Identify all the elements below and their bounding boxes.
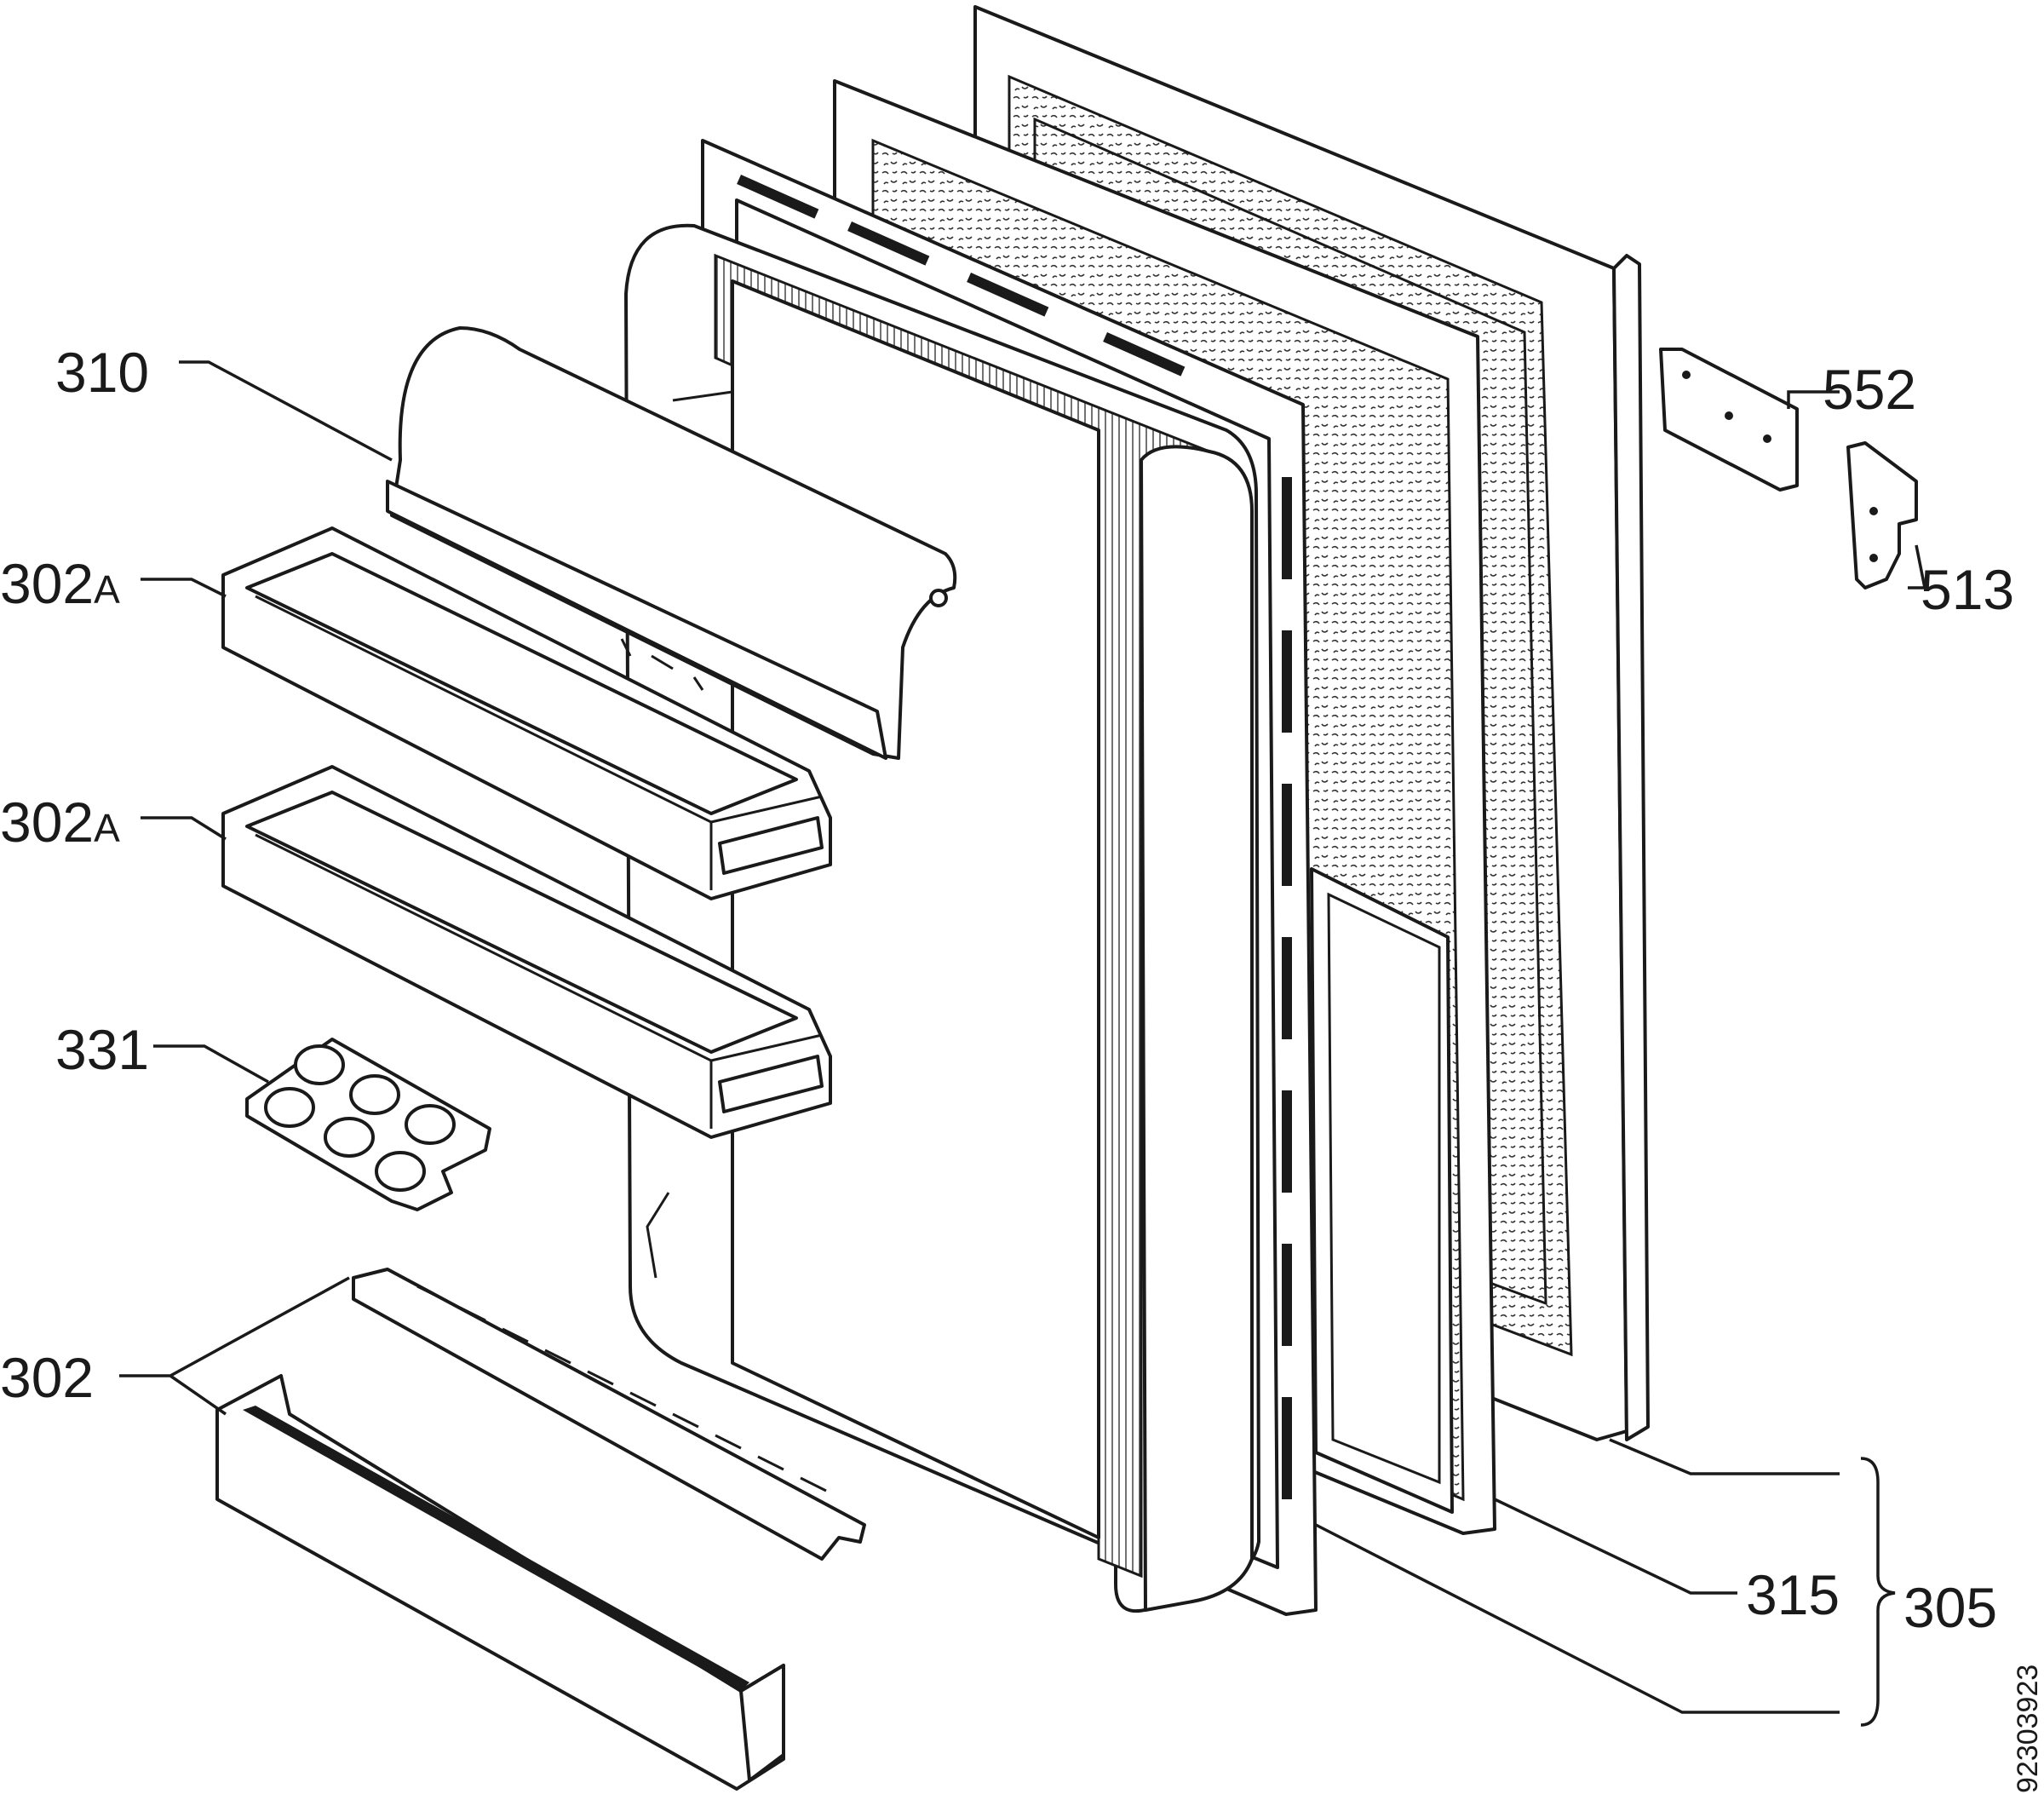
drawing-code: 92303923 <box>2012 1665 2044 1793</box>
label-513: 513 <box>1921 558 2014 621</box>
label-552: 552 <box>1823 358 1916 421</box>
door-shelf-lower <box>221 765 832 1139</box>
hinge-bracket <box>1846 441 1918 589</box>
label-315: 315 <box>1746 1563 1840 1626</box>
bottle-shelf-bin <box>215 1374 785 1791</box>
part-labels: 310 302A 302A 331 302 552 513 315 305 92… <box>0 341 2044 1793</box>
door-inner-shell <box>624 223 1260 1613</box>
label-302a-lower: 302A <box>0 791 120 854</box>
label-302: 302 <box>0 1346 94 1409</box>
label-305: 305 <box>1903 1576 1997 1639</box>
hinge-plate <box>1659 348 1799 492</box>
dairy-compartment-lid <box>386 326 957 760</box>
egg-tray <box>245 1038 491 1211</box>
door-shelf-upper <box>221 526 832 900</box>
label-310: 310 <box>55 341 149 404</box>
label-302a-upper: 302A <box>0 552 120 615</box>
leader-lines <box>119 360 1927 1727</box>
bottle-rack <box>352 1268 866 1561</box>
label-331: 331 <box>55 1018 149 1081</box>
